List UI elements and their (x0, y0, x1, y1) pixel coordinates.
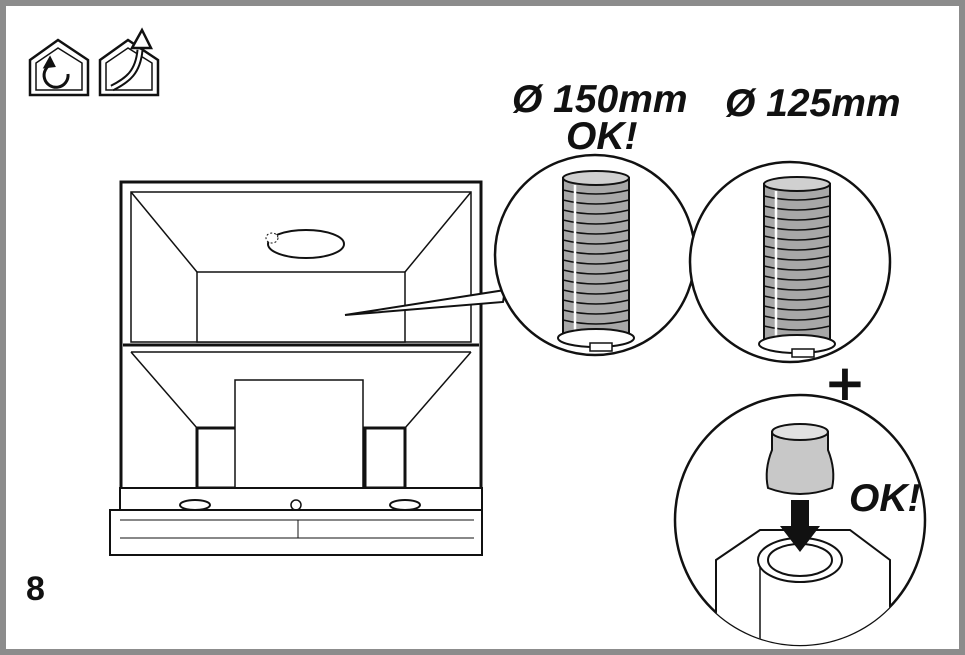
duct-ribs (562, 189, 630, 325)
cooker-hood-drawing (109, 180, 507, 556)
duct-125-diameter-label: Ø 125mm (725, 82, 901, 125)
duct-150mm-detail (493, 153, 697, 357)
plus-sign: + (824, 354, 866, 412)
adapter-detail (673, 393, 927, 647)
duct-150-ok-label: OK! (566, 115, 638, 158)
adapter-ok-label: OK! (849, 477, 921, 520)
step-number: 8 (26, 570, 45, 608)
duct-150-diameter-label: Ø 150mm (512, 78, 688, 121)
ducted-extraction-mode-icon (98, 27, 160, 97)
duct-125mm-detail (688, 160, 892, 364)
recirculation-mode-icon (28, 38, 90, 97)
duct-ribs (763, 195, 831, 331)
